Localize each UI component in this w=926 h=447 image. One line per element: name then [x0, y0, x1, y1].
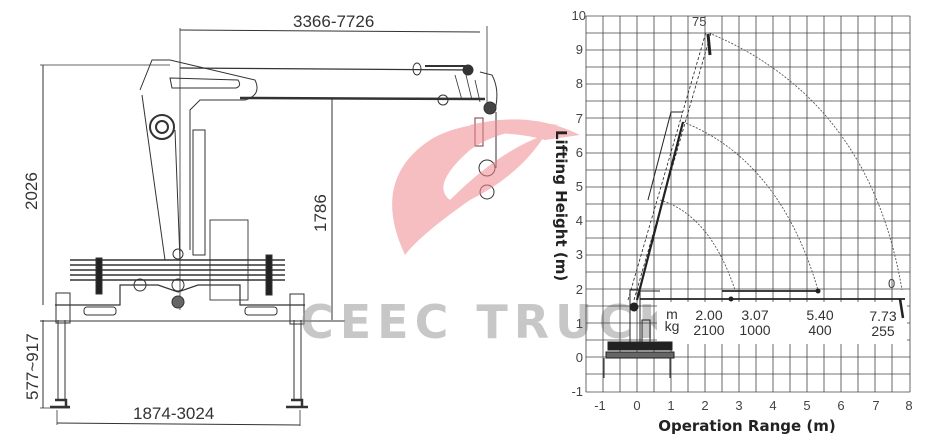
- svg-text:0: 0: [576, 350, 583, 365]
- svg-text:7: 7: [576, 111, 583, 126]
- svg-text:4: 4: [769, 398, 776, 413]
- load-table-box: [657, 302, 907, 344]
- svg-text:1: 1: [576, 316, 583, 331]
- svg-text:6: 6: [576, 145, 583, 160]
- svg-text:2.00: 2.00: [695, 307, 722, 323]
- svg-text:400: 400: [808, 322, 832, 338]
- svg-text:3: 3: [576, 247, 583, 262]
- svg-text:255: 255: [871, 323, 895, 339]
- svg-text:6: 6: [837, 398, 844, 413]
- range-chart: -1 0 1 2 3 4 5 6 7 8 9 10 -1 0 1 2 3 4 5…: [552, 8, 913, 435]
- svg-text:0: 0: [633, 398, 640, 413]
- svg-text:5: 5: [576, 179, 583, 194]
- max-angle-label: 75: [692, 14, 706, 29]
- range-arcs: [659, 32, 903, 291]
- truck-base-icon: [603, 289, 675, 378]
- svg-text:5.40: 5.40: [806, 307, 833, 323]
- x-axis-label: Operation Range (m): [658, 417, 836, 435]
- svg-text:m: m: [666, 306, 678, 322]
- min-angle-label: 0: [888, 276, 895, 291]
- svg-text:9: 9: [576, 42, 583, 57]
- svg-text:-1: -1: [571, 384, 583, 399]
- svg-text:7: 7: [872, 398, 879, 413]
- watermark-logo-icon: [392, 119, 580, 255]
- svg-text:2100: 2100: [693, 322, 724, 338]
- svg-text:3.07: 3.07: [741, 307, 768, 323]
- dim-outrigger-span: 1874-3024: [133, 404, 214, 423]
- svg-text:7.73: 7.73: [869, 308, 896, 324]
- svg-text:8: 8: [576, 76, 583, 91]
- svg-text:2: 2: [576, 282, 583, 297]
- dim-outrigger-leg: 577~917: [23, 333, 42, 400]
- x-tick-labels: -1 0 1 2 3 4 5 6 7 8: [594, 398, 912, 413]
- svg-text:5: 5: [803, 398, 810, 413]
- svg-text:8: 8: [905, 398, 912, 413]
- crane-side-elevation: [40, 26, 498, 426]
- svg-text:3: 3: [735, 398, 742, 413]
- dim-boom-height: 1786: [311, 194, 330, 232]
- svg-text:1000: 1000: [739, 322, 770, 338]
- boom-0deg: [640, 288, 905, 319]
- svg-text:1: 1: [667, 398, 674, 413]
- y-tick-labels: -1 0 1 2 3 4 5 6 7 8 9 10: [571, 8, 586, 399]
- watermark-text: CEEC TRUCKS: [300, 295, 719, 349]
- boom-75deg: [627, 31, 712, 301]
- svg-text:-1: -1: [594, 398, 606, 413]
- dim-total-height: 2026: [22, 172, 41, 210]
- dim-boom-reach: 3366-7726: [293, 12, 374, 31]
- svg-text:2: 2: [701, 398, 708, 413]
- load-table: m kg 2.00 2100 3.07 1000 5.40 400 7.73 2…: [665, 306, 897, 339]
- svg-text:4: 4: [576, 213, 583, 228]
- svg-text:10: 10: [572, 8, 586, 23]
- y-axis-label: Lifting Height (m): [552, 130, 570, 281]
- svg-text:kg: kg: [665, 318, 680, 334]
